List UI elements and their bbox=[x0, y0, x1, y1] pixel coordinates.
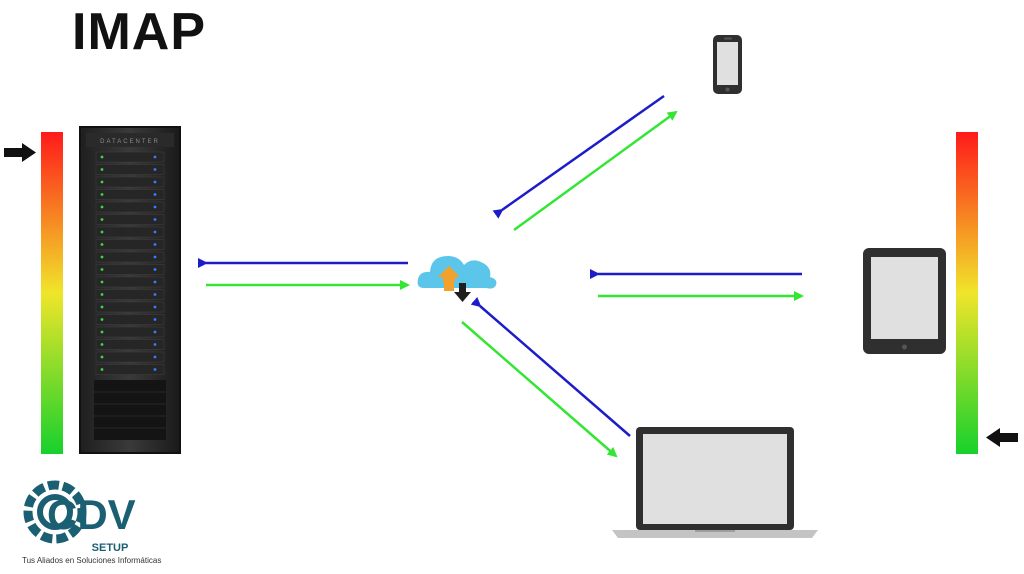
left-level-gauge bbox=[41, 132, 63, 454]
rack-activity-led bbox=[153, 343, 157, 346]
rack-unit bbox=[95, 164, 165, 175]
rack-unit bbox=[95, 314, 165, 325]
rack-activity-led bbox=[153, 255, 157, 259]
rack-activity-led bbox=[153, 368, 157, 371]
logo-tagline: Tus Aliados en Soluciones Informáticas bbox=[22, 556, 162, 565]
rack-activity-led bbox=[153, 268, 157, 271]
rack-status-led bbox=[100, 205, 104, 209]
rack-unit bbox=[95, 226, 165, 238]
rack-units bbox=[95, 151, 165, 375]
rack-activity-led bbox=[153, 318, 157, 321]
rack-status-led bbox=[100, 368, 104, 371]
rack-activity-led bbox=[153, 280, 157, 284]
rack-unit bbox=[95, 214, 165, 225]
logo-brand: CDV bbox=[47, 491, 136, 538]
rack-status-led bbox=[100, 355, 104, 359]
cloud-to-laptop-arrow bbox=[461, 321, 618, 458]
rack-unit bbox=[95, 251, 165, 263]
rack-status-led bbox=[100, 318, 104, 321]
rack-unit bbox=[95, 339, 165, 350]
rack-status-led bbox=[100, 243, 104, 246]
server-rack-icon: DATACENTER bbox=[79, 126, 181, 454]
rack-status-led bbox=[100, 255, 104, 259]
rack-status-led bbox=[100, 155, 104, 159]
rack-activity-led bbox=[153, 355, 157, 359]
rack-status-led bbox=[100, 218, 104, 221]
right-level-gauge bbox=[956, 132, 978, 454]
rack-activity-led bbox=[153, 293, 157, 296]
rack-unit bbox=[95, 326, 165, 338]
logo-sub: SETUP bbox=[92, 542, 129, 554]
rack-unit bbox=[95, 276, 165, 288]
rack-unit bbox=[95, 189, 165, 200]
rack-status-led bbox=[100, 230, 104, 234]
rack-activity-led bbox=[153, 193, 157, 196]
cloud-sync-icon bbox=[417, 256, 497, 302]
rack-activity-led bbox=[153, 180, 157, 184]
rack-status-led bbox=[100, 280, 104, 284]
rack-unit bbox=[95, 351, 165, 363]
page-title: IMAP bbox=[72, 3, 206, 61]
rack-unit bbox=[95, 176, 165, 188]
rack-activity-led bbox=[153, 230, 157, 234]
rack-status-led bbox=[100, 343, 104, 346]
rack-activity-led bbox=[153, 243, 157, 246]
right-gauge-indicator-arrow-icon bbox=[986, 428, 1018, 447]
rack-unit bbox=[95, 301, 165, 313]
upload-arrow-icon bbox=[438, 266, 460, 291]
cdv-setup-logo: CDV SETUP bbox=[23, 480, 136, 554]
rack-status-led bbox=[100, 293, 104, 296]
rack-status-led bbox=[100, 305, 104, 309]
rack-activity-led bbox=[153, 218, 157, 221]
rack-unit bbox=[95, 289, 165, 300]
laptop-icon bbox=[612, 427, 818, 538]
rack-status-led bbox=[100, 330, 104, 334]
rack-status-led bbox=[100, 168, 104, 171]
rack-status-led bbox=[100, 193, 104, 196]
smartphone-icon bbox=[713, 35, 742, 94]
rack-activity-led bbox=[153, 330, 157, 334]
rack-unit bbox=[95, 201, 165, 213]
phone-to-cloud-arrow bbox=[492, 94, 665, 219]
tablet-icon bbox=[863, 248, 946, 354]
rack-unit bbox=[95, 264, 165, 275]
rack-activity-led bbox=[153, 168, 157, 171]
rack-unit bbox=[95, 239, 165, 250]
left-gauge-indicator-arrow-icon bbox=[4, 143, 36, 162]
cloud-to-phone-arrow bbox=[513, 110, 678, 232]
rack-activity-led bbox=[153, 305, 157, 309]
rack-label: DATACENTER bbox=[100, 139, 160, 145]
rack-unit bbox=[95, 364, 165, 375]
rack-status-led bbox=[100, 180, 104, 184]
rack-activity-led bbox=[153, 155, 157, 159]
download-arrow-icon bbox=[454, 283, 471, 302]
laptop-to-cloud-arrow bbox=[470, 296, 631, 437]
rack-unit bbox=[95, 151, 165, 163]
rack-status-led bbox=[100, 268, 104, 271]
rack-activity-led bbox=[153, 205, 157, 209]
